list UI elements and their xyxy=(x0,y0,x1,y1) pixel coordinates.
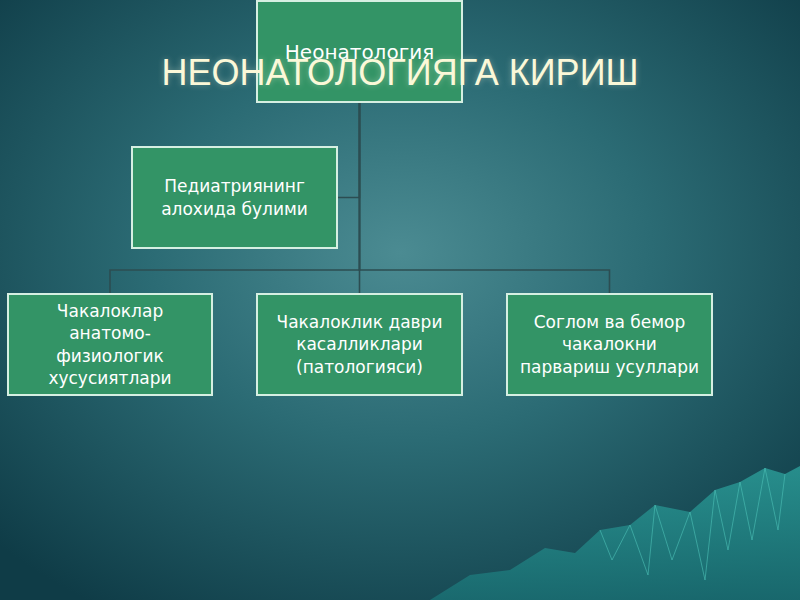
connector-line xyxy=(110,103,360,293)
box-label: Чакалоклар анатомо- физиологик хусусиятл… xyxy=(19,300,201,388)
connector-line xyxy=(338,103,360,198)
mountain-ridge xyxy=(600,468,785,580)
topic-box: Педиатриянинг алохида булими xyxy=(131,146,338,249)
topic-box: Соглом ва бемор чакалокни парвариш усулл… xyxy=(506,293,713,396)
box-label: Педиатриянинг алохида булими xyxy=(143,175,326,219)
mountain-silhouette xyxy=(430,466,800,600)
box-label: Соглом ва бемор чакалокни парвариш усулл… xyxy=(518,311,701,377)
topic-box: Чакалоклар анатомо- физиологик хусусиятл… xyxy=(7,293,213,396)
slide-title: НЕОНАТОЛОГИЯГА КИРИШ xyxy=(0,52,800,94)
topic-box: Чакалоклик даври касалликлари (патология… xyxy=(256,293,463,396)
connector-line xyxy=(360,103,610,293)
box-label: Чакалоклик даври касалликлари (патология… xyxy=(268,311,451,377)
box-label: Неонатология xyxy=(285,39,434,65)
topic-box: Неонатология xyxy=(256,0,463,103)
